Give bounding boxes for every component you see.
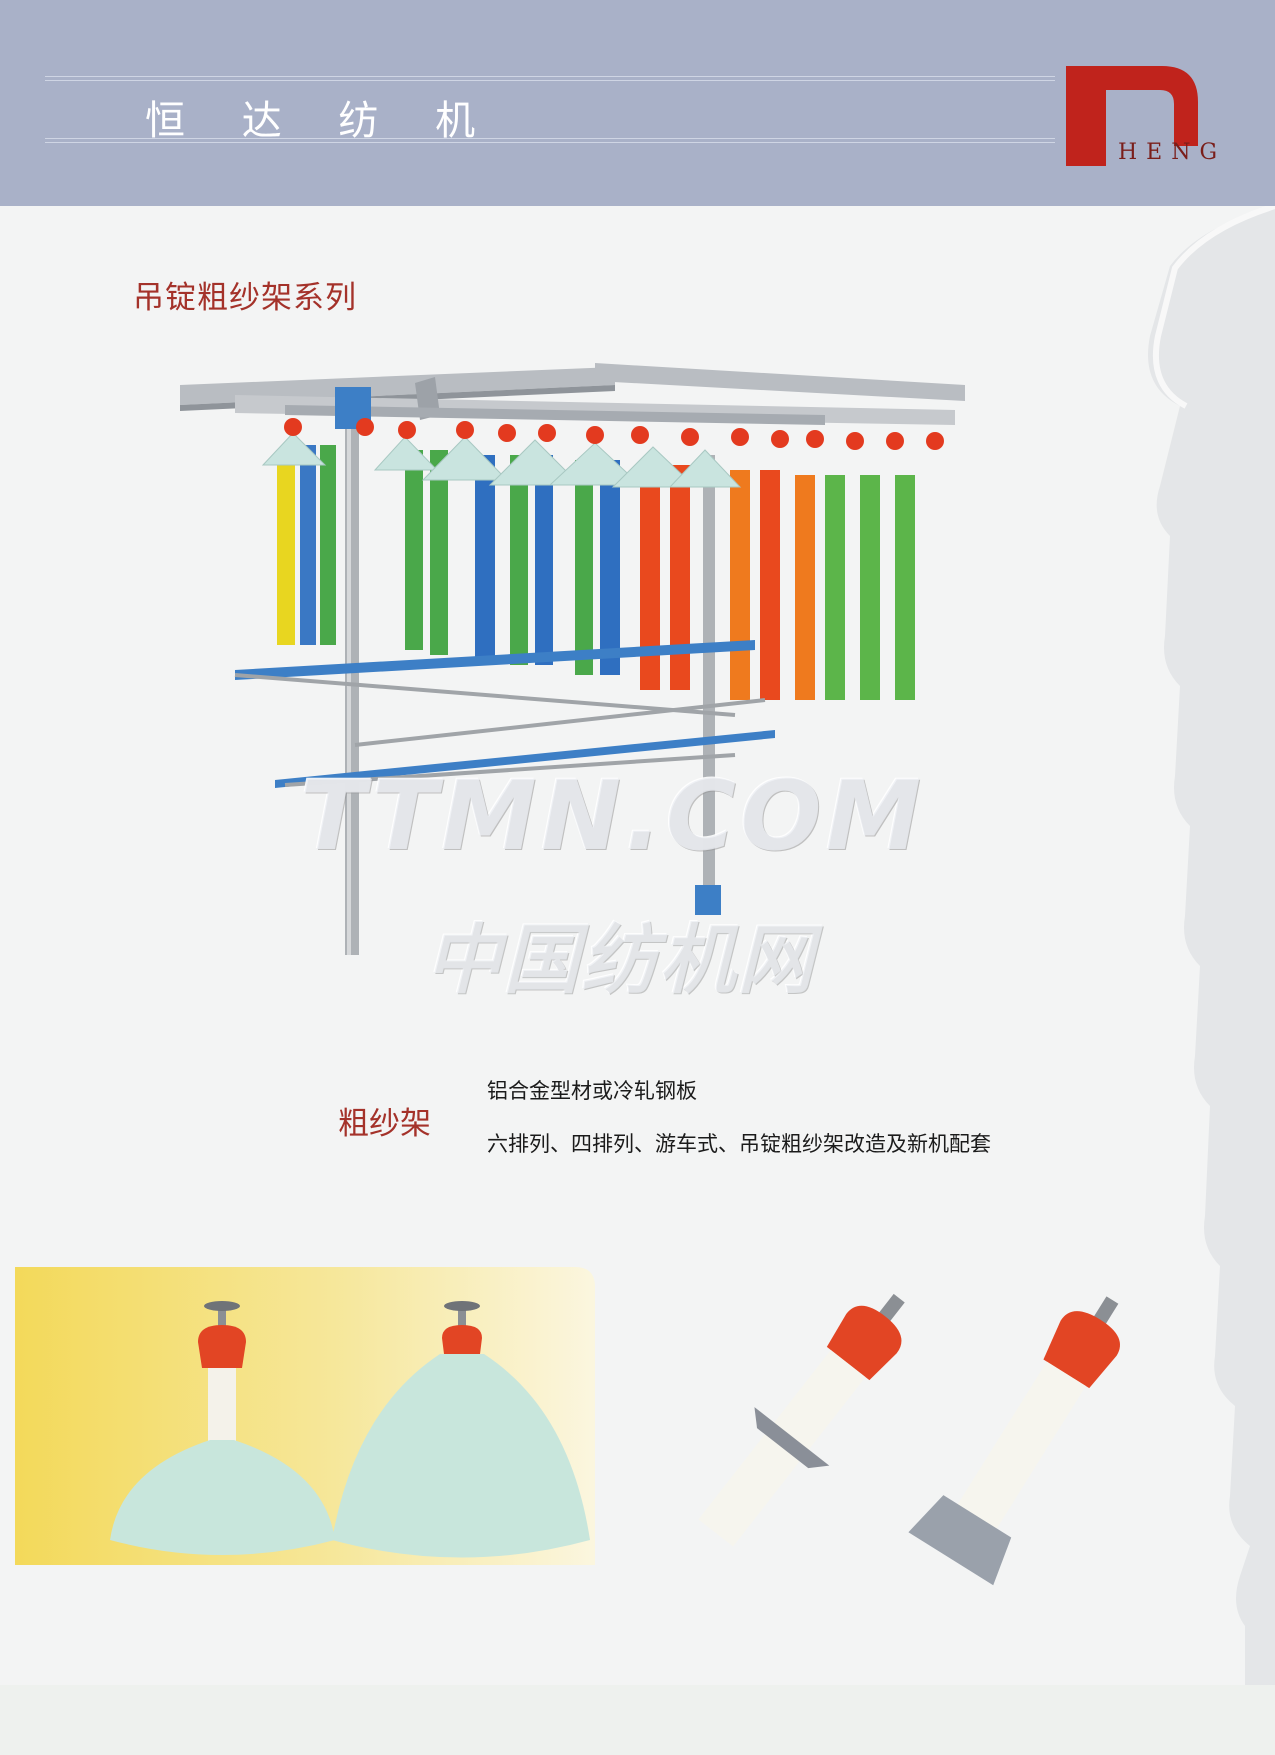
roving-creel-photo: [180, 363, 965, 955]
spindle-tilted-2: [908, 1296, 1120, 1586]
header-rule: [45, 76, 1055, 77]
spindle-tilted-1: [698, 1293, 905, 1547]
product-desc-line-1: 铝合金型材或冷轧钢板: [487, 1079, 697, 1103]
header-rule: [45, 138, 1055, 139]
header-rule: [45, 80, 1055, 81]
brand-title: 恒 达 纺 机: [145, 98, 498, 144]
header-band: 恒 达 纺 机 HENG: [0, 0, 1275, 206]
logo-text: HENG: [1118, 140, 1227, 165]
footer-band: [0, 1685, 1275, 1755]
watermark-text: TTMN.COM: [300, 760, 926, 872]
section-title: 吊锭粗纱架系列: [133, 280, 357, 316]
hanging-spindle-photos: [110, 1293, 1120, 1586]
heng-logo-icon: [1066, 66, 1198, 166]
spindle-small-cone: [110, 1301, 335, 1555]
product-name: 粗纱架: [338, 1106, 431, 1142]
header-rule: [45, 142, 1055, 143]
decorative-silhouette: [1148, 206, 1275, 1755]
spindle-large-cone: [332, 1301, 590, 1558]
watermark-text-cn: 中国纺机网: [425, 915, 815, 1004]
product-desc-line-2: 六排列、四排列、游车式、吊锭粗纱架改造及新机配套: [487, 1132, 991, 1156]
